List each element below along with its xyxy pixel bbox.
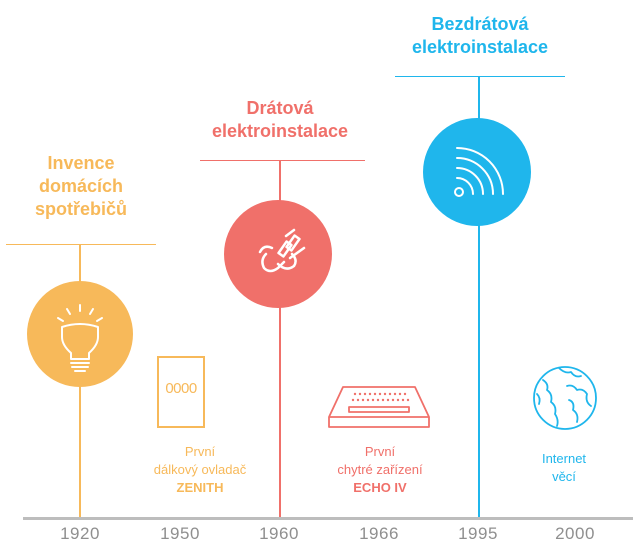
stage-title-line: Invence (47, 153, 115, 173)
cable-circle (224, 200, 332, 308)
wifi-circle (423, 118, 531, 226)
stage-title-line: Drátová (246, 98, 314, 118)
stage-title-line: elektroinstalace (411, 37, 549, 57)
stage-title-line: Bezdrátová (431, 14, 529, 34)
year-label: 1960 (259, 524, 299, 543)
stage-divider (395, 76, 565, 77)
remote-control-icon: 0000 (157, 356, 205, 428)
stage-divider (200, 160, 365, 161)
stage-title-line: domácích (38, 176, 124, 196)
year-label: 1950 (160, 524, 200, 543)
keyboard-device-icon (328, 386, 430, 428)
year-label: 1920 (60, 524, 100, 543)
timeline-axis (23, 517, 633, 520)
remote-buttons-label: 0000 (165, 380, 197, 397)
milestone-line: První (364, 444, 396, 459)
globe-icon (533, 366, 597, 430)
year-label: 1995 (458, 524, 498, 543)
milestone-line: dálkový ovladač (153, 462, 247, 477)
stage-title-wired: Drátová elektroinstalace (200, 97, 360, 143)
cable-icon (258, 228, 306, 273)
stage-connector (279, 160, 281, 517)
milestone-label-iot: Internet věcí (509, 450, 619, 486)
wifi-icon (454, 147, 504, 197)
lightbulb-icon (57, 304, 103, 372)
milestone-label-zenith: První dálkový ovladač ZENITH (130, 443, 270, 497)
stage-title-wireless: Bezdrátová elektroinstalace (400, 13, 560, 59)
stage-title-line: spotřebičů (34, 199, 127, 219)
milestone-line: věcí (552, 469, 576, 484)
stage-title-line: elektroinstalace (211, 121, 349, 141)
lightbulb-circle (27, 281, 133, 387)
year-label: 1966 (359, 524, 399, 543)
stage-divider (6, 244, 156, 245)
milestone-line: Internet (541, 451, 587, 466)
milestone-name: ZENITH (176, 480, 224, 495)
milestone-name: ECHO IV (353, 480, 407, 495)
year-label: 2000 (555, 524, 595, 543)
milestone-label-echo: První chytré zařízení ECHO IV (310, 443, 450, 497)
milestone-line: První (184, 444, 216, 459)
stage-connector (478, 76, 480, 517)
milestone-line: chytré zařízení (337, 462, 423, 477)
stage-title-appliances: Invence domácích spotřebičů (6, 152, 156, 221)
